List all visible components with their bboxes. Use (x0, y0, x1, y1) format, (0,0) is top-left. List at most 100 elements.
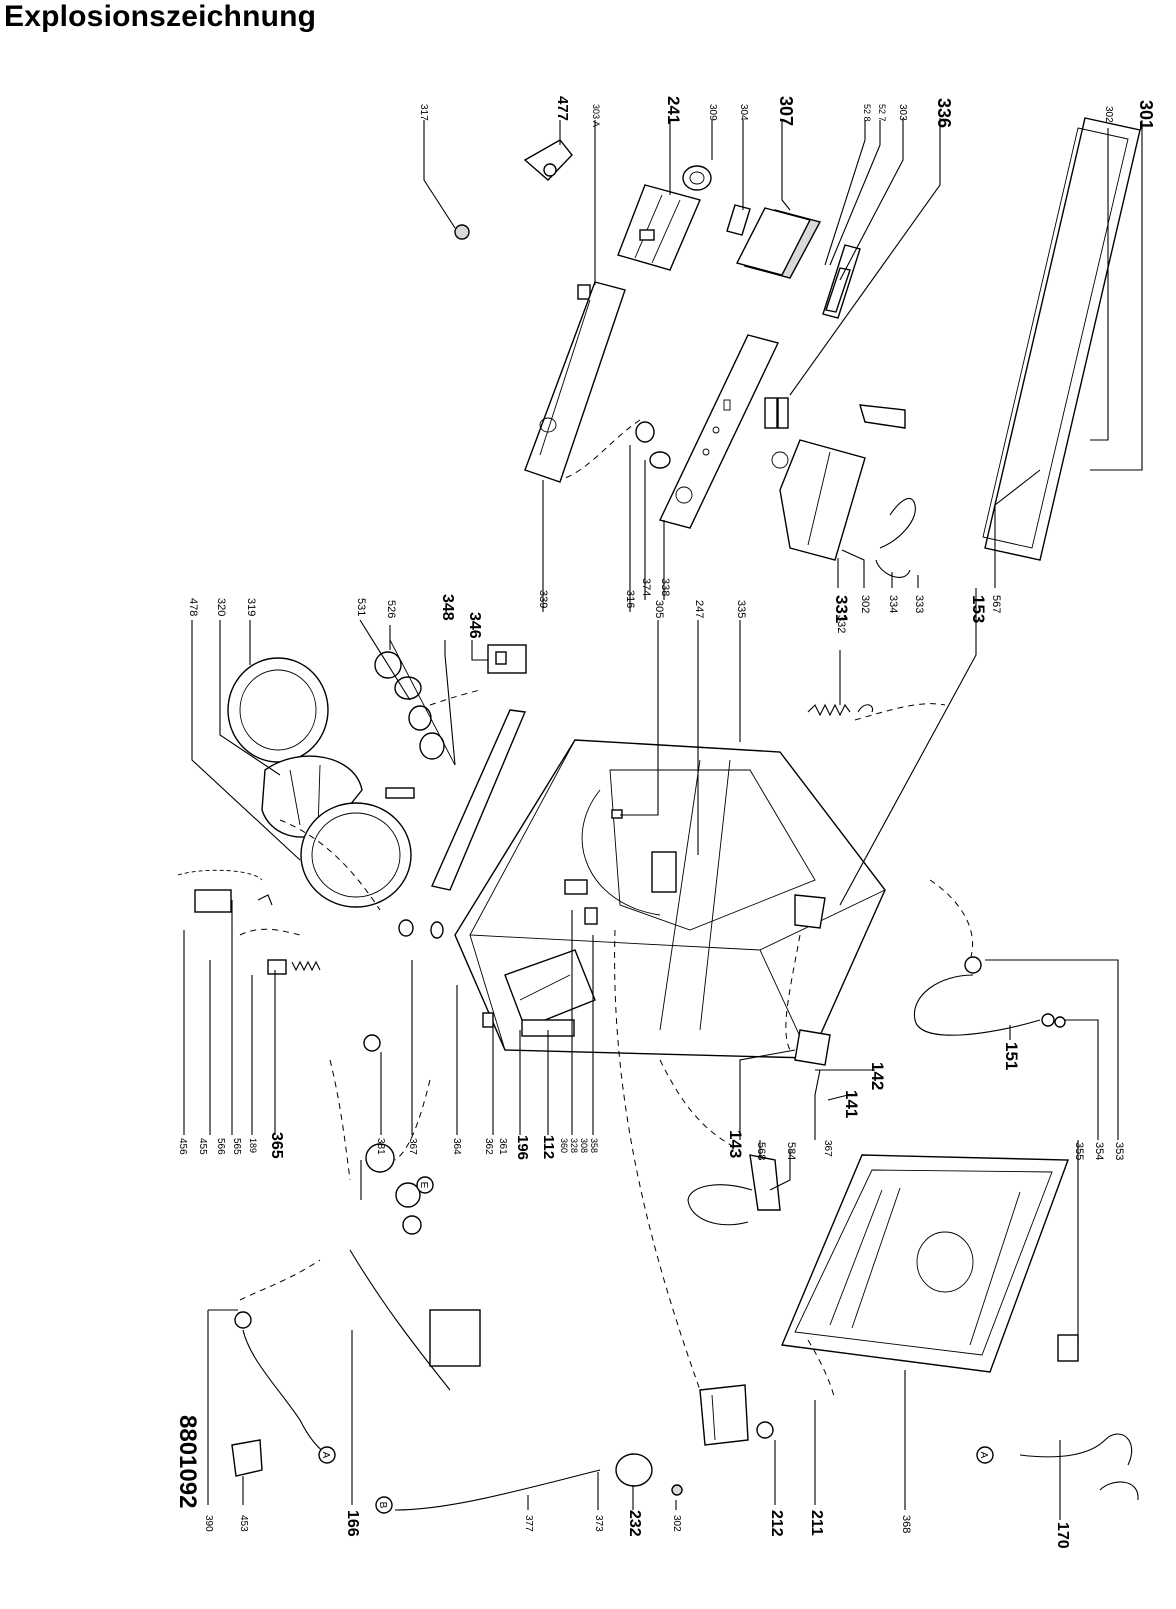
callout-305: 305 (653, 600, 665, 618)
part-368-back-panel (780, 1154, 1069, 1373)
marker-e: E (416, 1176, 434, 1194)
callout-364: 364 (451, 1138, 462, 1155)
part-top-cover (982, 117, 1141, 561)
part-377-hose (394, 1469, 601, 1511)
callout-331: 331 (832, 595, 851, 623)
callout-112: 112 (540, 1135, 557, 1159)
part-151-hose (913, 956, 1066, 1036)
part-309-knob (682, 165, 712, 191)
callout-368: 368 (900, 1515, 912, 1533)
callout-334: 334 (887, 595, 899, 613)
leader-lines (183, 118, 1143, 1520)
svg-text:A: A (978, 1452, 989, 1459)
callout-307: 307 (776, 96, 796, 126)
part-346-hinge (487, 644, 527, 674)
callout-526: 526 (385, 600, 397, 618)
part-232-pump (615, 1453, 683, 1496)
part-531 (385, 787, 415, 799)
part-360 (564, 879, 598, 925)
callout-336: 336 (934, 98, 954, 128)
callout-365: 365 (268, 1132, 285, 1159)
part-332-spring (807, 703, 874, 717)
callout-358: 358 (589, 1138, 599, 1153)
callout-302-bottom: 302 (671, 1515, 682, 1532)
callout-247: 247 (693, 600, 705, 618)
page-title: Explosionszeichnung (4, 0, 317, 33)
callout-527: 52 7 (877, 104, 887, 122)
callout-301: 301 (1136, 100, 1156, 130)
part-211-pump (699, 1384, 749, 1446)
callout-528: 52 8 (862, 104, 872, 122)
part-348-lock (374, 639, 456, 766)
callout-232: 232 (626, 1510, 643, 1537)
marker-a-1: A (318, 1446, 336, 1464)
callout-333: 333 (913, 595, 925, 613)
part-143-valve (794, 894, 826, 929)
callout-170: 170 (1054, 1522, 1071, 1549)
callout-labels: 301 302 336 303 52 7 52 8 307 304 309 24… (177, 96, 1156, 1549)
callout-319: 319 (245, 598, 257, 616)
callout-354: 354 (1093, 1142, 1105, 1160)
callout-374: 374 (640, 578, 652, 596)
callout-377: 377 (523, 1515, 534, 1532)
callout-477: 477 (554, 96, 571, 121)
callout-151: 151 (1002, 1042, 1021, 1070)
callout-308: 308 (579, 1138, 589, 1153)
callout-353: 353 (1113, 1142, 1125, 1160)
part-390-hose (234, 1311, 329, 1456)
dashed-assembly-lines (239, 419, 974, 1401)
callout-153: 153 (969, 595, 988, 623)
callout-355: 355 (1073, 1142, 1085, 1160)
part-381-heater (349, 1143, 481, 1391)
part-141-inlet (794, 1029, 831, 1066)
part-355 (1057, 1334, 1079, 1362)
part-362 (482, 1012, 494, 1028)
callout-212: 212 (768, 1510, 785, 1537)
callout-348: 348 (439, 594, 456, 621)
callout-166: 166 (344, 1510, 361, 1537)
callout-304: 304 (738, 104, 749, 121)
callout-189: 189 (248, 1138, 258, 1153)
callout-478: 478 (187, 598, 199, 616)
callout-568: 568 (755, 1142, 767, 1160)
part-453 (231, 1439, 263, 1477)
callout-303: 303 (897, 104, 908, 121)
part-212 (756, 1421, 774, 1439)
callout-584: 584 (785, 1142, 797, 1160)
part-478-door-ring (300, 802, 412, 908)
part-control-module (822, 244, 861, 319)
part-303a (577, 284, 591, 300)
callout-338: 338 (659, 578, 671, 596)
callout-531: 531 (355, 598, 367, 616)
callout-211: 211 (808, 1510, 825, 1536)
callout-362: 362 (483, 1138, 494, 1155)
marker-a-2: A (976, 1446, 994, 1464)
callout-320: 320 (215, 598, 227, 616)
part-584-cord (687, 1154, 781, 1226)
callout-367-left: 367 (407, 1138, 418, 1155)
part-367 (363, 1034, 381, 1052)
callout-241: 241 (664, 96, 683, 124)
callout-390: 390 (203, 1515, 214, 1532)
callout-360: 360 (559, 1138, 569, 1153)
callout-316: 316 (624, 590, 636, 608)
callout-303a: 303 A (591, 104, 601, 127)
part-477 (523, 139, 573, 181)
part-170-hose (1019, 1433, 1139, 1501)
callout-332: 332 (835, 615, 847, 633)
part-317-screw (454, 224, 470, 240)
part-374 (635, 421, 671, 469)
svg-text:A: A (320, 1452, 331, 1459)
callout-453: 453 (238, 1515, 249, 1532)
part-305 (611, 809, 623, 819)
part-364 (398, 919, 444, 939)
part-control-panel (524, 281, 626, 483)
callout-317: 317 (418, 104, 429, 121)
callout-367-right: 367 (822, 1140, 833, 1157)
part-334-hose (875, 497, 916, 578)
part-panel-inner (659, 334, 779, 529)
callout-142: 142 (868, 1062, 887, 1090)
callout-456: 456 (177, 1138, 188, 1155)
callout-309: 309 (707, 104, 718, 121)
callout-302-mid: 302 (859, 595, 871, 613)
